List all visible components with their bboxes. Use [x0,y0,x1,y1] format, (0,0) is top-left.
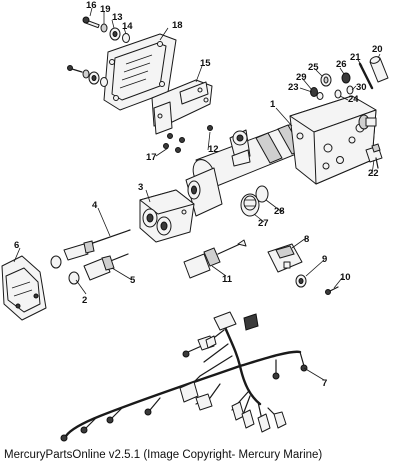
callout-labels: 1 2 3 4 5 6 7 8 9 10 11 12 13 14 15 16 1… [14,0,383,389]
callout-3: 3 [138,182,143,193]
callout-11: 11 [222,274,233,285]
callout-2: 2 [82,295,87,306]
callout-19: 19 [100,4,111,15]
callout-4: 4 [92,200,98,211]
callout-6: 6 [14,240,19,251]
callout-24: 24 [348,94,359,105]
callout-29: 29 [296,72,307,83]
sensor-bracket-part[interactable] [1,255,47,321]
mount-tab-part[interactable] [229,129,251,167]
callout-21: 21 [350,52,361,63]
callout-15: 15 [200,58,211,69]
callout-16: 16 [86,0,97,11]
callout-5: 5 [130,275,136,286]
callout-30: 30 [356,82,367,93]
callout-1: 1 [270,99,276,110]
top-screw-stack-part[interactable] [82,16,130,43]
mounting-bracket-part[interactable] [151,79,213,135]
callout-9: 9 [322,254,327,265]
callout-12: 12 [208,144,219,155]
switch-module-part[interactable] [267,243,303,273]
callout-28: 28 [274,206,285,217]
shift-actuator-assembly-part[interactable] [189,95,377,192]
fitting-part[interactable] [365,143,383,169]
callout-26: 26 [336,59,347,70]
callout-13: 13 [112,12,123,23]
callout-8: 8 [304,234,309,245]
speed-sensor-part[interactable] [183,239,247,279]
cover-plate-part[interactable] [103,33,177,111]
callout-25: 25 [308,62,319,73]
valve-small-parts[interactable] [310,72,354,100]
callout-17: 17 [146,152,157,163]
o-ring-part[interactable] [255,185,269,203]
copyright-footer: MercuryPartsOnline v2.5.1 (Image Copyrig… [4,449,323,461]
grommet-part[interactable] [295,274,307,288]
wiring-harness-part[interactable] [60,311,308,442]
callout-14: 14 [122,21,133,32]
callout-18: 18 [172,20,183,31]
callout-20: 20 [372,44,383,55]
filter-cap-part[interactable] [240,193,260,217]
screw-part[interactable] [325,286,339,295]
rod-part[interactable] [358,62,374,90]
manifold-block-part[interactable] [139,189,195,243]
left-screw-stack-part[interactable] [67,65,108,87]
callout-27: 27 [258,218,269,229]
pin-part[interactable] [369,55,389,83]
callout-7: 7 [322,378,327,389]
callout-23: 23 [288,82,299,93]
fastener-hardware-part[interactable] [163,125,213,153]
leader-lines [13,7,381,381]
temperature-sensor-part[interactable] [63,229,131,261]
callout-22: 22 [368,168,379,179]
callout-10: 10 [340,272,351,283]
pressure-sender-part[interactable] [83,253,129,281]
o-ring-set-part[interactable] [50,255,80,285]
